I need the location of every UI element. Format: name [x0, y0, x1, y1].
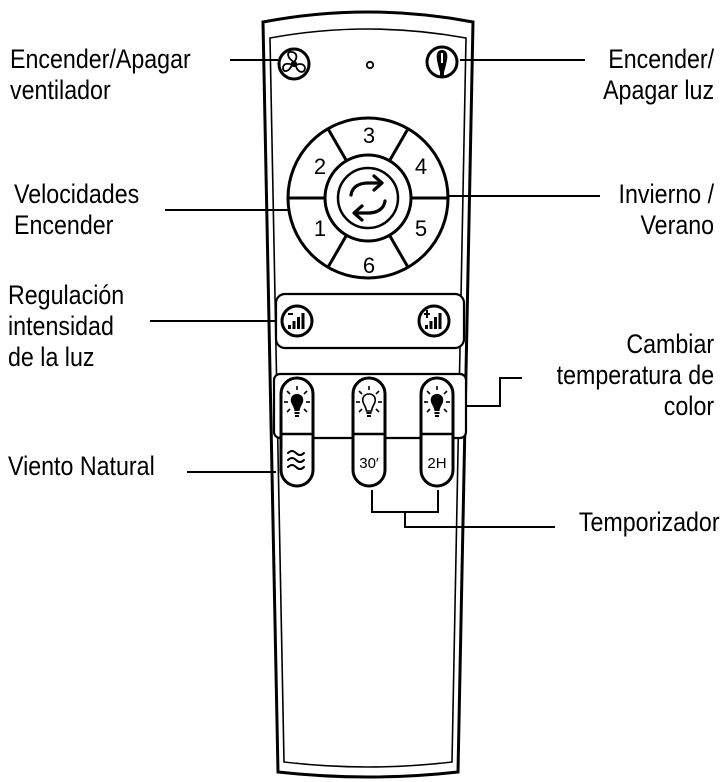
fan-icon	[282, 51, 306, 73]
natural-wind-button[interactable]	[287, 450, 305, 470]
wind-waves-icon	[287, 450, 305, 470]
bulb-filled-icon	[284, 386, 310, 417]
label-natural-wind: Viento Natural	[8, 451, 155, 482]
label-timer-line-1: Temporizador	[579, 507, 720, 537]
label-winter-summer-line-1: Invierno /	[618, 179, 714, 209]
label-color-temperature-line-1: Cambiar	[626, 329, 714, 359]
label-color-temperature-line-3: color	[663, 391, 714, 421]
pill-middle	[351, 376, 387, 488]
bulb-filled-icon	[424, 386, 450, 417]
speed-button-5[interactable]: 5	[415, 216, 427, 241]
label-color-temperature: Cambiar temperatura de color	[557, 329, 714, 422]
speed-label-2: 2	[314, 154, 326, 179]
label-timer: Temporizador	[579, 507, 720, 538]
color-cool-button[interactable]	[424, 386, 450, 417]
light-bulb-power-icon	[436, 50, 448, 76]
speed-button-6[interactable]: 6	[363, 253, 375, 278]
pill-right	[419, 376, 455, 488]
dim-up-icon	[424, 310, 442, 329]
timer-30-button[interactable]: 30′	[359, 455, 379, 472]
label-light-dimming-line-3: de la luz	[8, 342, 95, 372]
winter-summer-button[interactable]	[323, 153, 413, 243]
label-color-temperature-line-2: temperatura de	[556, 360, 714, 390]
label-fan-power-line-2: ventilador	[10, 75, 111, 105]
timer-2h-label: 2H	[427, 455, 446, 472]
bulb-outline-icon	[356, 386, 382, 417]
label-light-power-line-2: Apagar luz	[602, 75, 714, 105]
label-fan-power: Encender/Apagar ventilador	[10, 44, 191, 106]
label-natural-wind-line-1: Viento Natural	[8, 451, 155, 481]
speed-label-1: 1	[314, 216, 326, 241]
speed-label-3: 3	[363, 123, 375, 148]
speed-button-4[interactable]: 4	[415, 154, 427, 179]
label-light-power-line-1: Encender/	[608, 44, 714, 74]
label-winter-summer: Invierno / Verano	[618, 179, 714, 241]
dim-down-button[interactable]	[280, 304, 314, 338]
label-winter-summer-line-2: Verano	[640, 210, 714, 240]
label-light-dimming-line-2: intensidad	[8, 311, 114, 341]
light-power-button[interactable]	[425, 45, 459, 79]
reverse-arrows-icon	[349, 174, 387, 222]
label-fan-power-line-1: Encender/Apagar	[10, 44, 191, 74]
label-speeds: Velocidades Encender	[14, 179, 139, 241]
dim-up-button[interactable]	[417, 304, 451, 338]
speed-label-6: 6	[363, 253, 375, 278]
status-led	[365, 60, 375, 70]
label-speeds-line-1: Velocidades	[14, 179, 140, 209]
speed-button-2[interactable]: 2	[314, 154, 326, 179]
speed-button-3[interactable]: 3	[363, 123, 375, 148]
speed-label-5: 5	[415, 216, 427, 241]
label-light-dimming-line-1: Regulación	[8, 280, 125, 310]
dim-down-icon	[288, 313, 305, 329]
timer-30-label: 30′	[359, 455, 379, 472]
speed-button-1[interactable]: 1	[314, 216, 326, 241]
label-light-power: Encender/ Apagar luz	[603, 44, 714, 106]
color-warm-button[interactable]	[284, 386, 310, 417]
label-light-dimming: Regulación intensidad de la luz	[8, 280, 124, 373]
label-speeds-line-2: Encender	[14, 210, 114, 240]
fan-power-button[interactable]	[277, 47, 311, 81]
dimming-panel	[274, 292, 466, 350]
timer-2h-button[interactable]: 2H	[427, 455, 446, 472]
speed-label-4: 4	[415, 154, 427, 179]
color-neutral-button[interactable]	[356, 386, 382, 417]
